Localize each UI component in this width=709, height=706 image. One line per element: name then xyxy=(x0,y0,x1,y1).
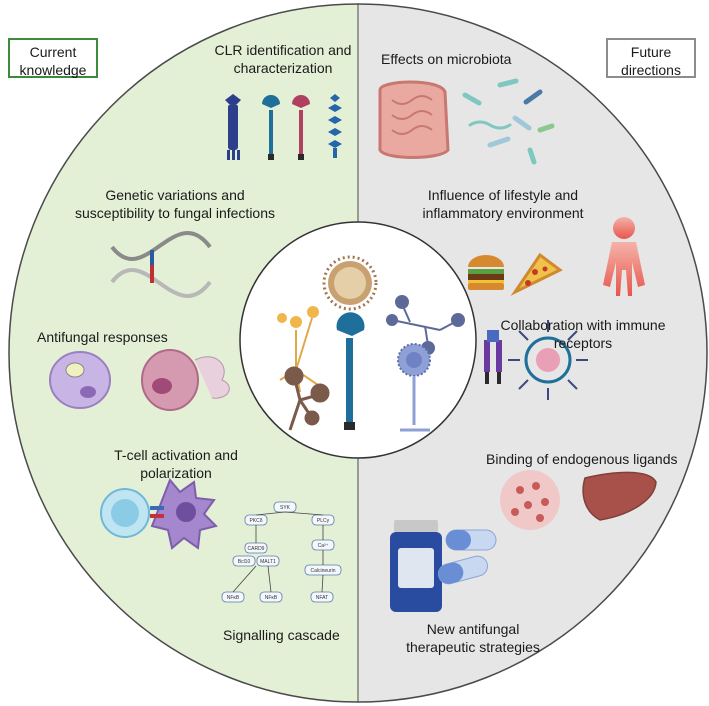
current-tag-line-2: knowledge xyxy=(19,62,87,78)
genetic-label-line-2: susceptibility to fungal infections xyxy=(75,205,275,221)
blue-branched-mold-icon xyxy=(386,295,465,355)
lifestyle-label-line-1: Influence of lifestyle and xyxy=(427,187,579,203)
bacteria-icons xyxy=(462,78,555,165)
collaboration-label-line-1: Collaboration with immune xyxy=(500,317,666,333)
capsule-icons xyxy=(438,529,497,585)
cascade-calcineurin: Calcineurin xyxy=(310,568,335,574)
clr-label-line-2: characterization xyxy=(233,60,333,76)
future-tag-line-1: Future xyxy=(630,44,672,60)
intestine-icon xyxy=(378,80,450,159)
cascade-card9: CARD9 xyxy=(248,546,265,552)
collaboration-label-line-2: receptors xyxy=(553,335,613,351)
current-tag-line-1: Current xyxy=(29,44,77,60)
spore-icon xyxy=(322,255,378,311)
therapeutic-label-line-2: therapeutic strategies xyxy=(406,639,540,655)
immune-receptor-icon xyxy=(484,330,502,384)
future-tag-line-2: directions xyxy=(621,62,681,78)
cascade-nfkb-1: NFκB xyxy=(227,595,240,601)
complex-ligand-icon xyxy=(508,320,588,400)
cascade-nfat: NFAT xyxy=(316,595,328,601)
ligand-cluster-icon xyxy=(500,470,560,530)
cascade-malt1: MALT1 xyxy=(260,559,276,565)
future-directions-tag: Future directions xyxy=(606,38,696,78)
signalling-cascade-diagram xyxy=(221,501,342,603)
central-fungi-circle xyxy=(239,221,477,459)
signalling-cascade-labels: SYK PKCδ PLCγ CARD9 Bcl10 MALT1 Ca²⁺ Cal… xyxy=(227,505,336,601)
cascade-bcl10: Bcl10 xyxy=(238,559,251,565)
right-half-background xyxy=(358,4,707,702)
pizza-icon xyxy=(510,252,563,296)
genetic-label-line-1: Genetic variations and xyxy=(105,187,245,203)
current-knowledge-tag: Current knowledge xyxy=(8,38,98,78)
microbiota-label: Effects on microbiota xyxy=(381,50,511,68)
tcell-interaction-icon xyxy=(100,478,218,550)
lifestyle-label-line-2: inflammatory environment xyxy=(422,205,584,221)
signalling-label-line-1: Signalling cascade xyxy=(223,627,340,643)
microbiota-label-line-1: Effects on microbiota xyxy=(381,51,512,67)
liver-icon xyxy=(582,471,657,521)
therapeutic-label: New antifungal therapeutic strategies xyxy=(388,620,558,656)
clr-receptors-icon xyxy=(225,94,342,160)
clr-label-line-1: CLR identification and xyxy=(214,42,352,58)
antifungal-label-line-1: Antifungal responses xyxy=(37,329,168,345)
genetic-label: Genetic variations and susceptibility to… xyxy=(40,186,310,222)
therapeutic-label-line-1: New antifungal xyxy=(426,621,520,637)
binding-label-line-1: Binding of endogenous ligands xyxy=(486,451,678,467)
clr-label: CLR identification and characterization xyxy=(198,41,368,77)
dna-icon xyxy=(110,231,212,298)
cascade-syk: SYK xyxy=(280,505,291,511)
cascade-plc: PLCγ xyxy=(317,518,330,524)
cascade-nfkb-2: NFκB xyxy=(265,595,278,601)
collaboration-label: Collaboration with immune receptors xyxy=(493,316,673,352)
lifestyle-label: Influence of lifestyle and inflammatory … xyxy=(408,186,598,222)
brown-mold-icon xyxy=(284,366,330,431)
antifungal-label: Antifungal responses xyxy=(37,328,168,346)
antifungal-cells-icon xyxy=(49,349,230,411)
pill-bottle-icon xyxy=(390,520,442,612)
human-figure-icon xyxy=(603,217,645,296)
tcell-label: T-cell activation and polarization xyxy=(96,446,256,482)
burger-icon xyxy=(468,255,504,290)
cascade-ca: Ca²⁺ xyxy=(318,543,329,549)
signalling-label: Signalling cascade xyxy=(223,626,340,644)
binding-label: Binding of endogenous ligands xyxy=(486,450,678,468)
cascade-pkc: PKCδ xyxy=(249,518,262,524)
aspergillus-icon xyxy=(397,343,431,432)
tcell-label-line-1: T-cell activation and xyxy=(114,447,238,463)
central-receptor-icon xyxy=(336,312,365,430)
tcell-label-line-2: polarization xyxy=(140,465,212,481)
